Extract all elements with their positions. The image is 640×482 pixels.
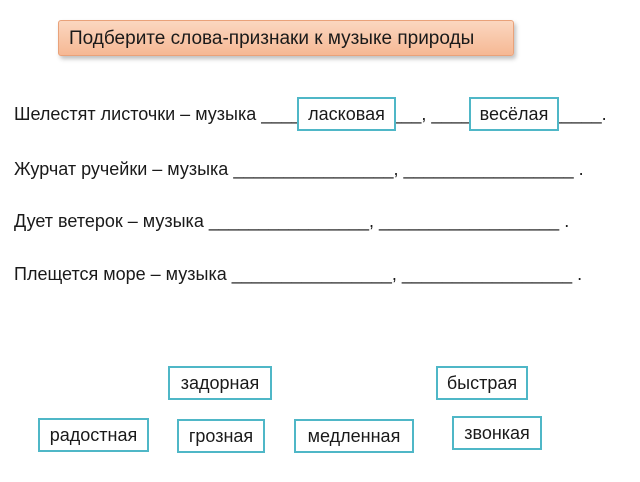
task-title: Подберите слова-признаки к музыке природ… bbox=[58, 20, 514, 56]
word-tile-radostnaya[interactable]: радостная bbox=[38, 418, 149, 452]
word-tile-zadornaya[interactable]: задорная bbox=[168, 366, 272, 400]
sentence-3: Дует ветерок – музыка ________________, … bbox=[14, 211, 570, 231]
word-tile-zvonkaya[interactable]: звонкая bbox=[452, 416, 542, 450]
placed-word-veselaya[interactable]: весёлая bbox=[469, 97, 559, 131]
sentence-4: Плещется море – музыка ________________,… bbox=[14, 264, 583, 284]
word-tile-medlennaya[interactable]: медленная bbox=[294, 419, 414, 453]
word-tile-bystraya[interactable]: быстрая bbox=[436, 366, 528, 400]
placed-word-laskovaya[interactable]: ласковая bbox=[297, 97, 396, 131]
word-tile-groznaya[interactable]: грозная bbox=[177, 419, 265, 453]
sentence-2: Журчат ручейки – музыка ________________… bbox=[14, 159, 584, 179]
